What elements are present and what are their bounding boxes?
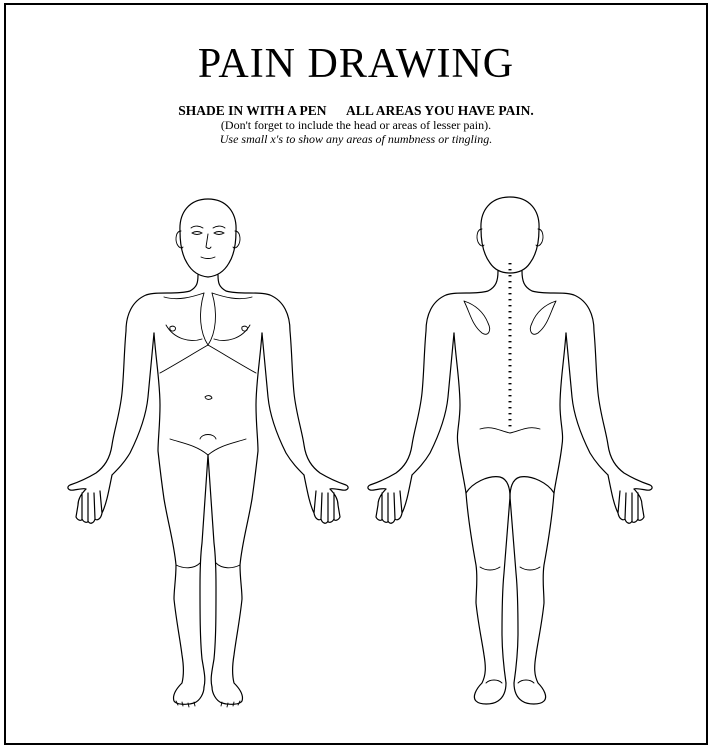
front-right-brow xyxy=(213,226,225,228)
spine-vertebra-mark xyxy=(509,305,512,306)
back-left-buttock xyxy=(466,477,510,497)
spine-vertebra-mark xyxy=(509,425,512,426)
spine-vertebra-mark xyxy=(509,311,512,312)
front-left-leg-inner xyxy=(200,455,208,687)
spine-vertebra-mark xyxy=(509,329,512,330)
instructions-block: SHADE IN WITH A PEN ALL AREAS YOU HAVE P… xyxy=(6,103,706,146)
front-genital xyxy=(200,435,216,440)
back-right-inner-arm xyxy=(566,333,608,475)
front-body-diagram[interactable] xyxy=(58,193,358,718)
spine-vertebra-mark xyxy=(509,371,512,372)
front-left-flank xyxy=(154,333,164,499)
spine-vertebra-mark xyxy=(509,323,512,324)
spine-vertebra-mark xyxy=(509,377,512,378)
back-head-outline xyxy=(481,197,539,273)
front-right-leg-outer xyxy=(212,499,252,704)
front-left-leg-outer xyxy=(164,499,204,704)
back-left-heel xyxy=(486,680,502,683)
spine-vertebra-mark xyxy=(509,395,512,396)
instruction-note: (Don't forget to include the head or are… xyxy=(6,118,706,132)
front-torso-outline-right xyxy=(218,275,348,490)
front-right-nipple xyxy=(242,326,248,331)
back-right-flank xyxy=(554,333,566,493)
back-lower-back xyxy=(480,428,540,433)
spine-vertebra-mark xyxy=(509,317,512,318)
back-torso-outline-left xyxy=(368,271,498,490)
front-right-knee xyxy=(216,563,240,568)
pain-drawing-form: PAIN DRAWING SHADE IN WITH A PEN ALL ARE… xyxy=(4,3,708,745)
form-title: PAIN DRAWING xyxy=(6,43,706,85)
back-right-leg-outer xyxy=(514,493,554,704)
front-ribcage xyxy=(160,345,256,373)
back-right-knee xyxy=(520,567,540,570)
back-left-flank xyxy=(454,333,466,493)
spine-vertebra-mark xyxy=(509,407,512,408)
back-left-leg-inner xyxy=(502,497,510,683)
front-nose xyxy=(206,234,211,249)
back-right-scapula xyxy=(530,301,556,334)
spine-vertebra-mark xyxy=(509,365,512,366)
spine-vertebra-mark xyxy=(509,341,512,342)
spine-vertebra-mark xyxy=(509,293,512,294)
front-right-pec xyxy=(214,325,250,340)
front-right-inner-arm xyxy=(262,333,304,475)
front-torso-outline xyxy=(68,275,198,490)
back-right-buttock xyxy=(510,477,554,497)
front-right-hand xyxy=(304,475,340,523)
front-groin xyxy=(170,439,246,455)
back-torso-outline-right xyxy=(522,271,652,490)
instruction-numbness: Use small x's to show any areas of numbn… xyxy=(6,132,706,146)
front-collarbones xyxy=(164,293,252,299)
spine-vertebra-mark xyxy=(509,263,512,264)
front-left-knee xyxy=(176,563,200,568)
spine-vertebra-mark xyxy=(509,389,512,390)
spine-vertebra-mark xyxy=(509,419,512,420)
spine-vertebra-mark xyxy=(509,401,512,402)
front-body-svg[interactable] xyxy=(58,193,358,718)
spine-vertebra-mark xyxy=(509,353,512,354)
spine-vertebra-mark xyxy=(509,413,512,414)
back-left-inner-arm xyxy=(412,333,454,475)
back-left-leg-outer xyxy=(466,493,506,704)
spine-vertebra-mark xyxy=(509,347,512,348)
back-right-heel xyxy=(518,680,534,683)
front-mouth xyxy=(201,257,215,259)
front-left-nipple xyxy=(170,326,176,331)
spine-vertebra-mark xyxy=(509,275,512,276)
spine-vertebra-mark xyxy=(509,287,512,288)
back-body-svg[interactable] xyxy=(360,193,660,718)
front-left-hand xyxy=(76,475,112,523)
front-right-leg-inner xyxy=(208,455,216,687)
back-spine xyxy=(509,263,512,426)
spine-vertebra-mark xyxy=(509,299,512,300)
spine-vertebra-mark xyxy=(509,383,512,384)
back-left-hand xyxy=(376,475,412,523)
front-navel xyxy=(205,396,212,400)
front-right-eye xyxy=(214,232,224,235)
instruction-main: SHADE IN WITH A PEN ALL AREAS YOU HAVE P… xyxy=(6,103,706,118)
spine-vertebra-mark xyxy=(509,269,512,270)
back-body-diagram[interactable] xyxy=(360,193,660,718)
front-left-brow xyxy=(191,226,203,228)
back-left-knee xyxy=(480,567,500,570)
front-head-outline xyxy=(180,199,236,277)
back-right-leg-inner xyxy=(510,497,518,683)
back-right-hand xyxy=(608,475,644,523)
spine-vertebra-mark xyxy=(509,359,512,360)
spine-vertebra-mark xyxy=(509,335,512,336)
front-left-pec xyxy=(166,325,202,340)
front-left-eye xyxy=(192,232,202,235)
front-left-inner-arm xyxy=(112,333,154,475)
front-right-flank xyxy=(252,333,262,499)
front-sternum xyxy=(201,293,216,345)
back-left-scapula xyxy=(464,301,490,334)
spine-vertebra-mark xyxy=(509,281,512,282)
